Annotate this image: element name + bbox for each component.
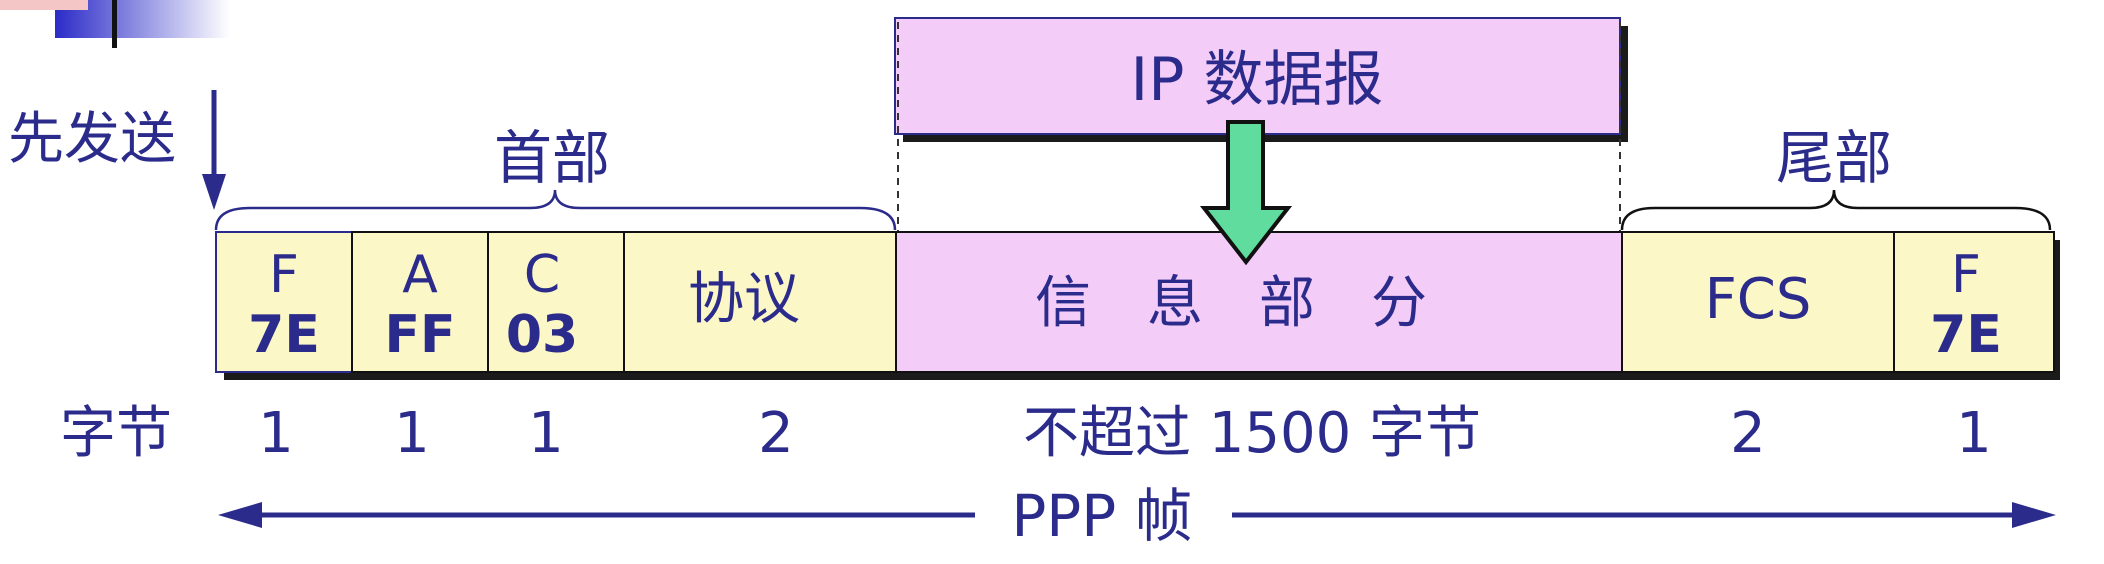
header-label: 首部	[494, 124, 610, 192]
field-name-address: A	[402, 245, 438, 305]
byte-count-fcs: 2	[1730, 401, 1766, 466]
field-name-flag-end: F	[1951, 245, 1981, 305]
header-brace	[214, 189, 897, 231]
field-name-fcs: FCS	[1705, 267, 1812, 332]
ppp-frame-label: PPP 帧	[1011, 482, 1192, 550]
byte-count-flag-end: 1	[1956, 401, 1992, 466]
insert-down-arrow-icon	[1199, 120, 1293, 266]
byte-count-protocol: 2	[758, 401, 794, 466]
byte-count-information: 不超过 1500 字节	[1023, 401, 1481, 466]
ip-datagram-label: IP 数据报	[1131, 45, 1384, 115]
corner-decoration-icon	[0, 0, 230, 48]
trailer-label: 尾部	[1776, 124, 1892, 192]
send-first-label: 先发送	[8, 107, 176, 172]
byte-count-flag-start: 1	[258, 401, 294, 466]
field-value-flag-start: 7E	[248, 305, 320, 365]
bytes-row-label: 字节	[60, 401, 172, 466]
send-first-arrow-icon	[202, 90, 226, 210]
frame-span-arrow-icon	[218, 502, 2056, 528]
field-name-control: C	[524, 245, 560, 305]
byte-count-control: 1	[528, 401, 564, 466]
field-value-flag-end: 7E	[1930, 305, 2002, 365]
trailer-brace	[1620, 189, 2052, 231]
field-value-control: 03	[506, 305, 578, 365]
byte-count-address: 1	[394, 401, 430, 466]
field-name-flag-start: F	[269, 245, 299, 305]
field-value-address: FF	[384, 305, 455, 365]
field-name-information: 信 息 部 分	[1035, 271, 1427, 336]
field-name-protocol: 协议	[688, 267, 800, 332]
frame-fields: F 7E A FF C 03 协议 信 息 部 分 FCS F 7E	[215, 231, 2055, 373]
